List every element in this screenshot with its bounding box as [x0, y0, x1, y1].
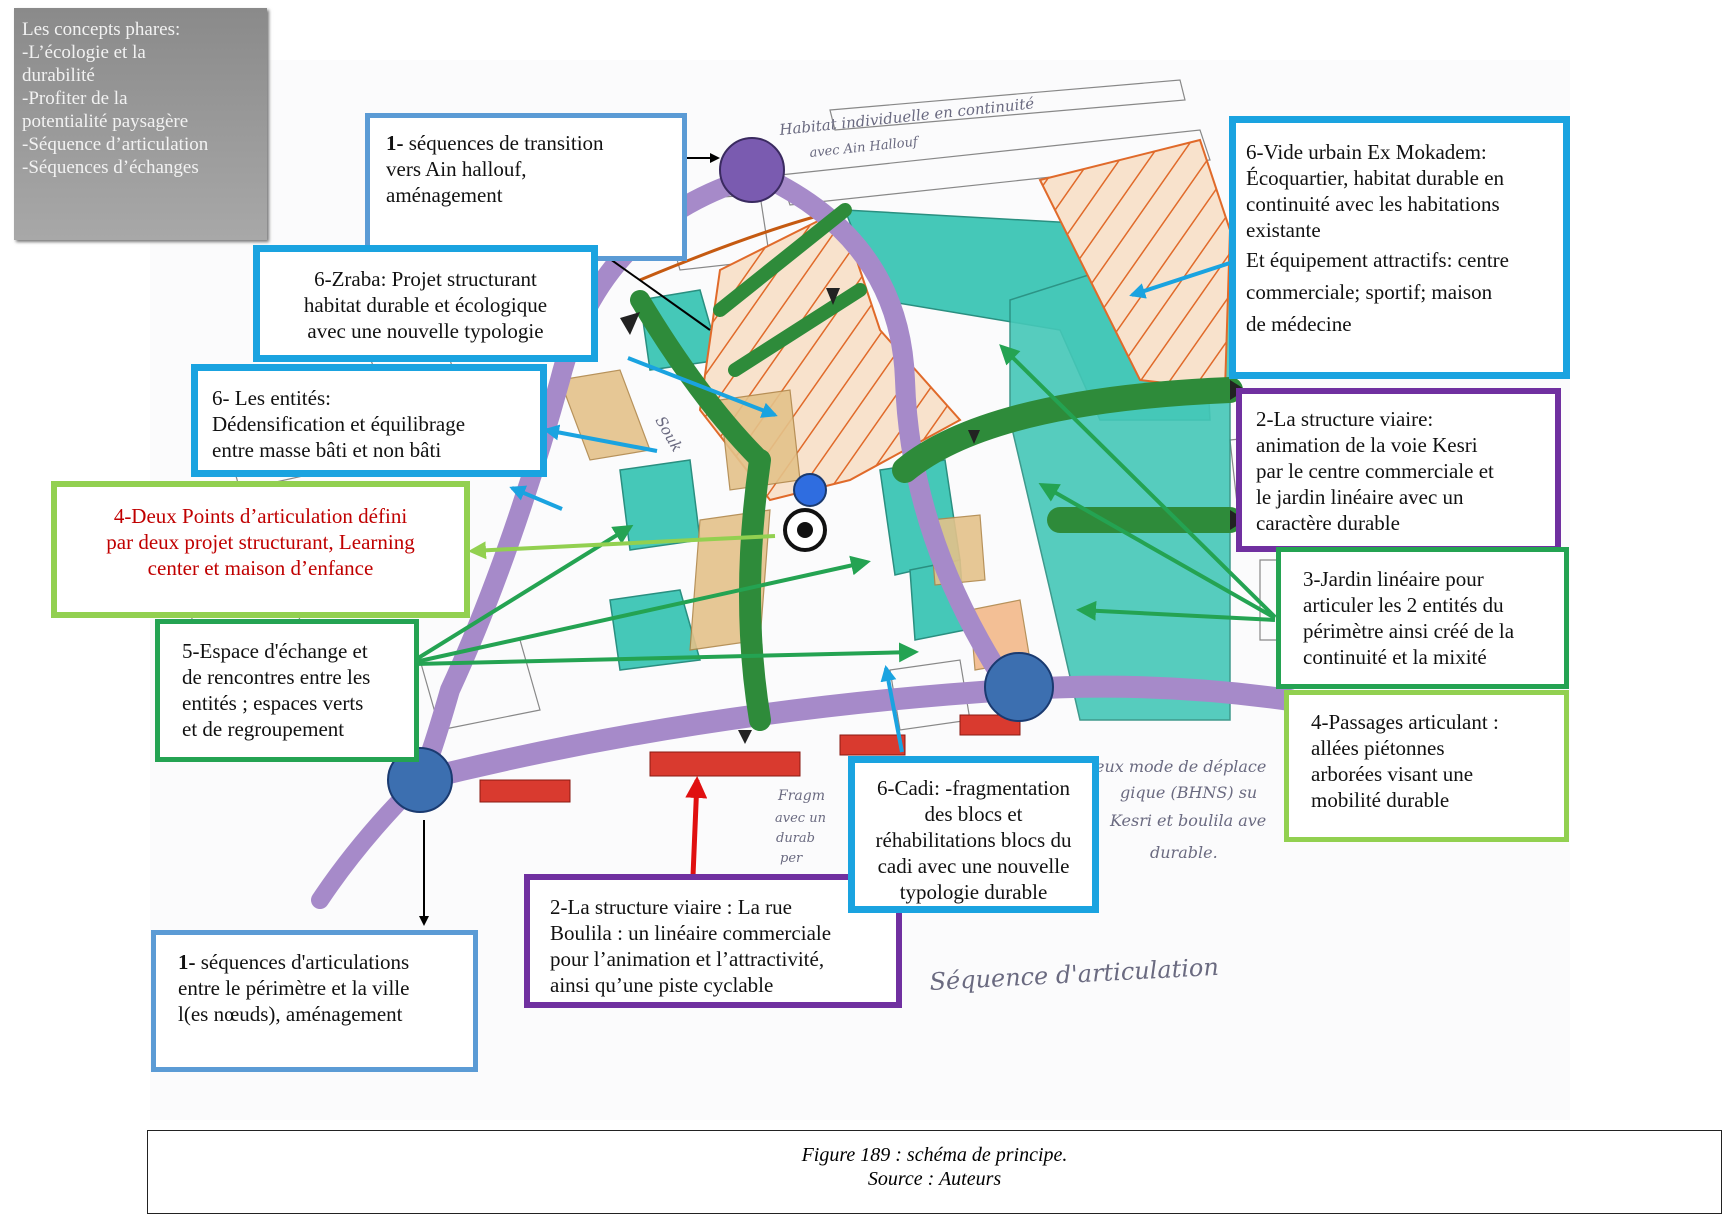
handwritten-note-bl-1: Fragm [777, 788, 825, 804]
label-line: 6-Zraba: Projet structurant [264, 266, 587, 292]
label-line: par le centre commerciale et [1256, 458, 1541, 484]
label-line: entre le périmètre et la ville [178, 975, 451, 1001]
label-line: vers Ain hallouf, [386, 156, 666, 182]
label-line: des blocs et [857, 801, 1090, 827]
label-line: mobilité durable [1311, 787, 1542, 813]
label-line: de médecine [1246, 311, 1553, 337]
concepts-line: durabilité [22, 64, 259, 87]
label-line: par deux projet structurant, Learning [59, 529, 462, 555]
handwritten-note-bl-4: per [780, 851, 803, 866]
caption-figure: Figure 189 : schéma de principe. [148, 1143, 1721, 1167]
label-line: le jardin linéaire avec un [1256, 484, 1541, 510]
label-zraba: 6-Zraba: Projet structurant habitat dura… [253, 245, 598, 362]
label-line: animation de la voie Kesri [1256, 432, 1541, 458]
handwritten-note-right-4: durable. [1150, 843, 1218, 862]
label-line: aménagement [386, 182, 666, 208]
label-line: séquences de transition [404, 131, 604, 155]
label-line: 6-Vide urbain Ex Mokadem: [1246, 139, 1553, 165]
label-line: articuler les 2 entités du [1303, 592, 1542, 618]
label-points-articulation: 4-Deux Points d’articulation défini par … [51, 481, 470, 618]
label-line: commerciale; sportif; maison [1246, 279, 1553, 305]
label-line: typologie durable [857, 879, 1090, 905]
concepts-line: Les concepts phares: [22, 18, 259, 41]
label-line: center et maison d’enfance [59, 555, 462, 581]
figure-caption: Figure 189 : schéma de principe. Source … [147, 1130, 1722, 1214]
label-line: 6- Les entités: [212, 385, 526, 411]
label-line: 2-La structure viaire: [1256, 406, 1541, 432]
label-line: arborées visant une [1311, 761, 1542, 787]
label-line: continuité et la mixité [1303, 644, 1542, 670]
label-rue-boulila: 2-La structure viaire : La rue Boulila :… [524, 874, 902, 1008]
caption-source: Source : Auteurs [148, 1167, 1721, 1191]
label-line: 4-Deux Points d’articulation défini [59, 503, 462, 529]
label-line: allées piétonnes [1311, 735, 1542, 761]
label-line: pour l’animation et l’attractivité, [550, 946, 876, 972]
label-mokadem: 6-Vide urbain Ex Mokadem: Écoquartier, h… [1229, 116, 1570, 379]
handwritten-note-right-3: Kesri et boulila ave [1109, 811, 1266, 830]
concepts-box: Les concepts phares: -L’écologie et la d… [14, 8, 267, 240]
label-line: Écoquartier, habitat durable en [1246, 165, 1553, 191]
label-line: entre masse bâti et non bâti [212, 437, 526, 463]
label-line: 3-Jardin linéaire pour [1303, 566, 1542, 592]
label-entites: 6- Les entités: Dédensification et équil… [191, 364, 547, 477]
label-line: 5-Espace d'échange et [182, 638, 392, 664]
label-line: de rencontres entre les [182, 664, 392, 690]
label-espace-echange: 5-Espace d'échange et de rencontres entr… [155, 619, 419, 762]
label-line: et de regroupement [182, 716, 392, 742]
concepts-line: potentialité paysagère [22, 110, 259, 133]
concepts-line: -Séquence d’articulation [22, 133, 259, 156]
label-line: réhabilitations blocs du [857, 827, 1090, 853]
label-number: 1- [386, 131, 404, 155]
handwritten-note-right-2: gique (BHNS) su [1120, 783, 1257, 802]
label-line: Et équipement attractifs: centre [1246, 247, 1553, 273]
label-line: caractère durable [1256, 510, 1541, 536]
concepts-line: -L’écologie et la [22, 41, 259, 64]
label-line: avec une nouvelle typologie [264, 318, 587, 344]
concepts-line: -Profiter de la [22, 87, 259, 110]
label-voie-kesri: 2-La structure viaire: animation de la v… [1236, 388, 1561, 552]
label-number: 1- [178, 950, 196, 974]
label-line: l(es nœuds), aménagement [178, 1001, 451, 1027]
label-line: entités ; espaces verts [182, 690, 392, 716]
label-line: Boulila : un linéaire commerciale [550, 920, 876, 946]
label-line: 2-La structure viaire : La rue [550, 894, 876, 920]
handwritten-note-right-1: eux mode de déplace [1095, 757, 1266, 776]
label-jardin-lineaire: 3-Jardin linéaire pour articuler les 2 e… [1276, 547, 1569, 689]
label-line: ainsi qu’une piste cyclable [550, 972, 876, 998]
handwritten-note-bl-2: avec un [775, 811, 826, 826]
label-sequences-articulations: 1- séquences d'articulations entre le pé… [151, 930, 478, 1072]
concepts-line: -Séquences d’échanges [22, 156, 259, 179]
handwritten-note-bl-3: durab [776, 831, 815, 846]
label-sequences-transition: 1- séquences de transition vers Ain hall… [365, 113, 687, 261]
label-line: habitat durable et écologique [264, 292, 587, 318]
label-cadi: 6-Cadi: -fragmentation des blocs et réha… [848, 756, 1099, 913]
label-line: séquences d'articulations [196, 950, 410, 974]
label-line: cadi avec une nouvelle [857, 853, 1090, 879]
label-line: 6-Cadi: -fragmentation [857, 775, 1090, 801]
label-line: continuité avec les habitations [1246, 191, 1553, 217]
label-passages: 4-Passages articulant : allées piétonnes… [1284, 690, 1569, 842]
label-line: périmètre ainsi créé de la [1303, 618, 1542, 644]
label-line: 4-Passages articulant : [1311, 709, 1542, 735]
label-line: Dédensification et équilibrage [212, 411, 526, 437]
label-line: existante [1246, 217, 1553, 243]
